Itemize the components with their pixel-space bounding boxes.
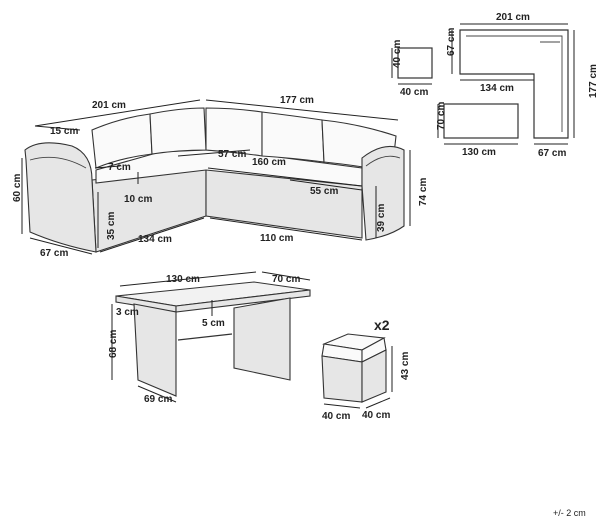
table-top-length-label: 130 cm (462, 147, 496, 158)
corner-width-label: 201 cm (496, 12, 530, 23)
stool-base-side (361, 349, 387, 403)
sofa-back-height-label: 74 cm (418, 178, 429, 206)
sofa-cushion-depth-label: 57 cm (218, 149, 246, 160)
stool-base-front (321, 355, 363, 403)
stool-quantity-label: x2 (374, 317, 390, 333)
sofa-left-armrest (24, 142, 97, 253)
sofa-right-armrest (361, 145, 405, 241)
sofa-arm-height-label: 39 cm (376, 204, 387, 232)
stool-drawing: x2 43 cm 40 cm 40 cm (321, 317, 411, 422)
table-top-depth-label: 70 cm (436, 102, 447, 130)
table-leg-depth-label: 69 cm (144, 394, 172, 405)
top-views: 40 cm 40 cm 201 cm 67 cm 134 cm 177 cm 6… (391, 12, 599, 159)
sofa-back-cushion-4 (261, 111, 325, 163)
dining-table-drawing: 130 cm 70 cm 3 cm 5 cm 68 cm 69 cm (108, 271, 311, 405)
table-gap-label: 5 cm (202, 318, 225, 329)
stool-width-label: 40 cm (322, 411, 350, 422)
sofa-base-right-label: 110 cm (260, 233, 293, 244)
table-leg-left (133, 303, 177, 397)
sofa-armrest-width-label: 15 cm (50, 126, 78, 137)
sofa-seat-gap-label: 10 cm (124, 194, 152, 205)
sofa-side-height-label: 60 cm (12, 174, 23, 202)
stool-top-width-label: 40 cm (392, 40, 403, 68)
corner-sofa-top-view (459, 29, 569, 139)
table-top-thickness-label: 3 cm (116, 307, 139, 318)
stool-top-view (397, 47, 433, 79)
table-depth-label: 70 cm (272, 274, 300, 285)
table-top-edge-front (175, 289, 311, 313)
corner-right-length-label: 177 cm (588, 64, 599, 98)
sofa-seat-length-label: 160 cm (252, 157, 286, 168)
sofa-seat-right-label: 55 cm (310, 186, 338, 197)
corner-inner-length-label: 134 cm (480, 83, 514, 94)
sofa-arm-depth-label: 67 cm (40, 248, 68, 259)
corner-sofa-drawing: 201 cm 177 cm 15 cm 7 cm 57 cm 160 cm 55… (12, 95, 429, 259)
stool-depth-label: 40 cm (362, 410, 390, 421)
sofa-back-cushion-2 (149, 107, 207, 155)
table-height-label: 68 cm (108, 330, 119, 358)
stool-height-label: 43 cm (400, 352, 411, 380)
table-top-view (443, 103, 519, 139)
sofa-base-left-label: 134 cm (138, 234, 172, 245)
sofa-width-left-label: 201 cm (92, 100, 126, 111)
sofa-width-right-label: 177 cm (280, 95, 314, 106)
corner-right-depth-label: 67 cm (538, 148, 566, 159)
tolerance-note: +/- 2 cm (553, 508, 586, 518)
table-leg-right (233, 297, 291, 381)
corner-depth-left-label: 67 cm (446, 28, 457, 56)
stool-top-depth-label: 40 cm (400, 87, 428, 98)
sofa-seat-height-label: 35 cm (106, 212, 117, 240)
sofa-arm-inset-label: 7 cm (108, 162, 131, 173)
table-length-label: 130 cm (166, 274, 200, 285)
